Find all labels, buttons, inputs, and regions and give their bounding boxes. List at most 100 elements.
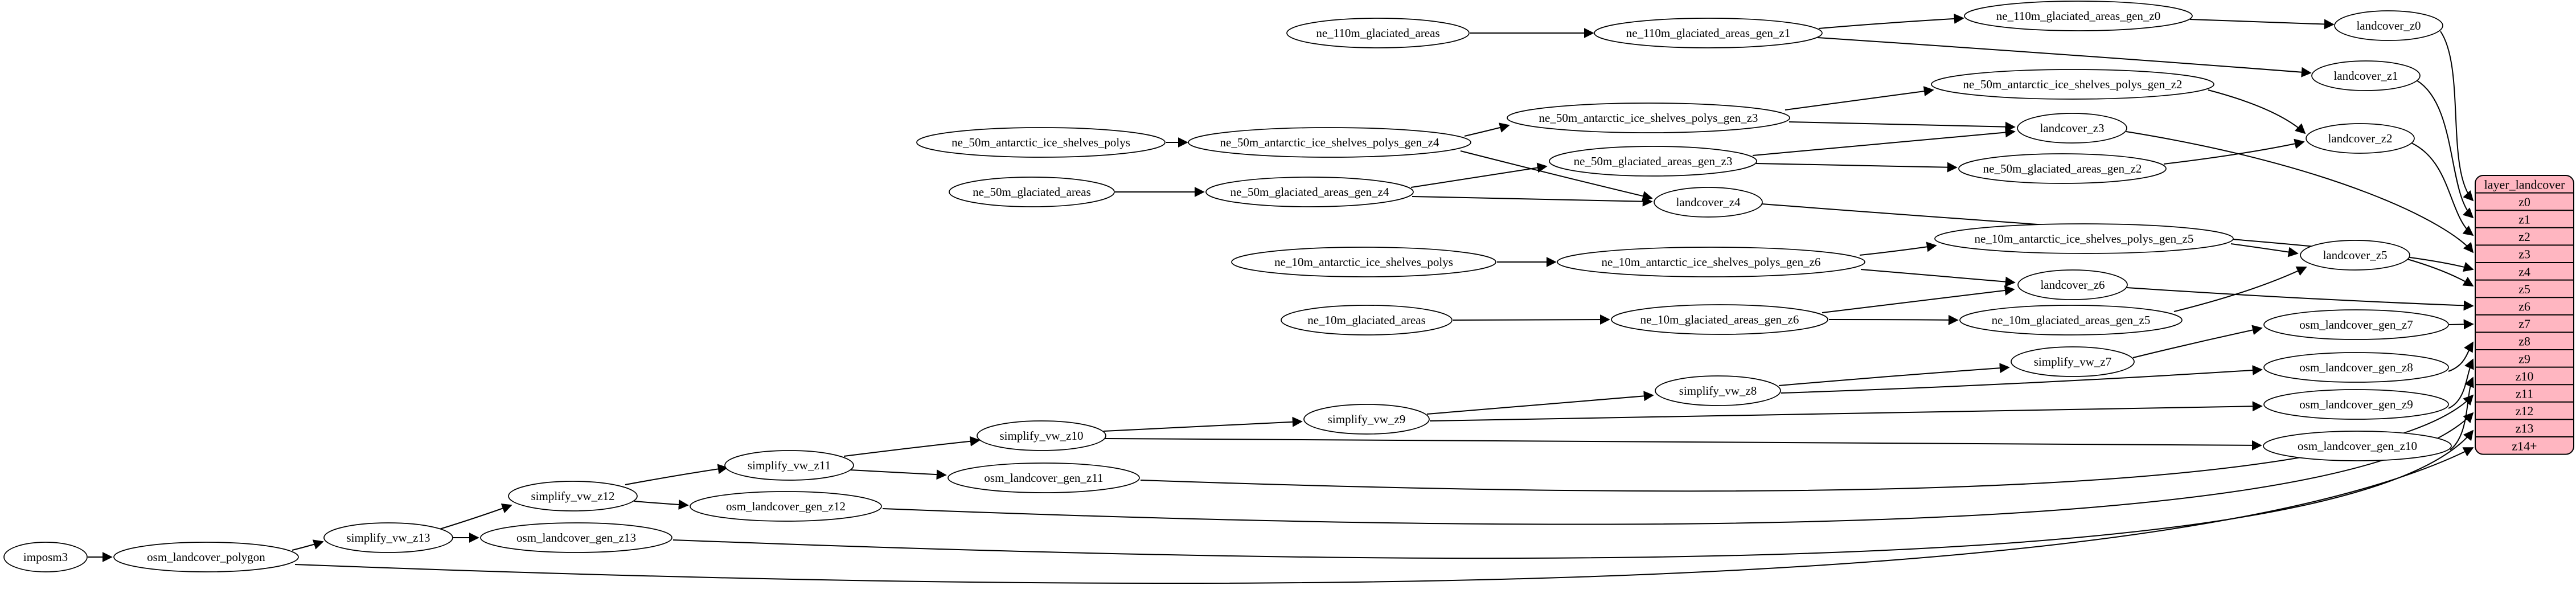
edge-osm_landcover_gen_z7-to-row_z7 <box>2448 319 2474 330</box>
node-ellipse-osm_landcover_gen_z10 <box>2263 431 2452 461</box>
node-landcover_z5: landcover_z5 <box>2300 240 2410 271</box>
node-label-ne_10m_antarctic_ice_shelves_polys_gen_z5: ne_10m_antarctic_ice_shelves_polys_gen_z… <box>1975 232 2194 245</box>
node-osm_landcover_gen_z11: osm_landcover_gen_z11 <box>947 462 1140 493</box>
node-label-osm_landcover_gen_z12: osm_landcover_gen_z12 <box>726 500 846 513</box>
node-ellipse-simplify_vw_z12 <box>508 481 638 511</box>
node-label-ne_50m_glaciated_areas_gen_z2: ne_50m_glaciated_areas_gen_z2 <box>1983 162 2142 175</box>
node-label-osm_landcover_gen_z8: osm_landcover_gen_z8 <box>2299 361 2413 374</box>
node-ellipse-ne_50m_antarctic_ice_shelves_polys_gen_z3 <box>1507 103 1790 133</box>
node-ne_50m_antarctic_ice_shelves_polys: ne_50m_antarctic_ice_shelves_polys <box>916 127 1166 158</box>
node-ellipse-landcover_z3 <box>2017 113 2127 144</box>
table-row-z13: z13 <box>2516 421 2534 436</box>
node-ellipse-osm_landcover_gen_z12 <box>690 491 882 522</box>
edge-landcover_z3-to-row_z3 <box>2126 131 2474 253</box>
node-ne_10m_glaciated_areas_gen_z6: ne_10m_glaciated_areas_gen_z6 <box>1611 304 1828 335</box>
edge-ne_10m_glaciated_areas_gen_z6-to-landcover_z6 <box>1822 285 2015 313</box>
edge-ne_110m_glaciated_areas_gen_z1-to-landcover_z1 <box>1817 37 2312 77</box>
node-label-ne_10m_glaciated_areas: ne_10m_glaciated_areas <box>1307 313 1426 327</box>
node-label-ne_50m_antarctic_ice_shelves_polys_gen_z2: ne_50m_antarctic_ice_shelves_polys_gen_z… <box>1963 77 2183 91</box>
node-landcover_z1: landcover_z1 <box>2311 60 2421 91</box>
table-row-z6: z6 <box>2518 300 2530 314</box>
node-ellipse-simplify_vw_z9 <box>1303 404 1430 435</box>
node-label-simplify_vw_z8: simplify_vw_z8 <box>1679 384 1757 398</box>
node-landcover_z0: landcover_z0 <box>2334 10 2443 41</box>
node-ellipse-osm_landcover_gen_z9 <box>2263 389 2449 420</box>
edge-ne_50m_antarctic_ice_shelves_polys_gen_z4-to-ne_50m_antarctic_ice_shelves_polys_gen_z3 <box>1464 122 1510 137</box>
node-label-simplify_vw_z12: simplify_vw_z12 <box>531 489 615 503</box>
node-ellipse-osm_landcover_polygon <box>113 542 299 572</box>
edge-simplify_vw_z12-to-osm_landcover_gen_z12 <box>634 500 689 510</box>
node-osm_landcover_gen_z12: osm_landcover_gen_z12 <box>690 491 882 522</box>
edge-simplify_vw_z8-to-simplify_vw_z7 <box>1778 363 2010 386</box>
node-label-ne_110m_glaciated_areas_gen_z0: ne_110m_glaciated_areas_gen_z0 <box>1996 9 2160 23</box>
edge-simplify_vw_z11-to-simplify_vw_z10 <box>843 436 981 457</box>
node-ne_50m_antarctic_ice_shelves_polys_gen_z3: ne_50m_antarctic_ice_shelves_polys_gen_z… <box>1507 103 1790 133</box>
node-ellipse-ne_10m_glaciated_areas <box>1281 305 1453 335</box>
node-label-osm_landcover_polygon: osm_landcover_polygon <box>147 550 265 564</box>
node-osm_landcover_gen_z13: osm_landcover_gen_z13 <box>480 522 672 553</box>
node-label-landcover_z5: landcover_z5 <box>2323 248 2387 262</box>
table-row-z9: z9 <box>2518 351 2530 366</box>
node-ellipse-ne_110m_glaciated_areas_gen_z0 <box>1964 1 2193 31</box>
node-ne_10m_glaciated_areas_gen_z5: ne_10m_glaciated_areas_gen_z5 <box>1959 305 2183 335</box>
layer-table-title: layer_landcover <box>2484 177 2565 191</box>
node-simplify_vw_z8: simplify_vw_z8 <box>1655 375 1781 406</box>
node-ellipse-ne_10m_antarctic_ice_shelves_polys_gen_z5 <box>1934 223 2234 254</box>
node-ellipse-landcover_z1 <box>2311 60 2421 91</box>
edge-ne_110m_glaciated_areas_gen_z1-to-ne_110m_glaciated_areas_gen_z0 <box>1818 13 1964 29</box>
table-row-z4: z4 <box>2518 264 2530 279</box>
node-label-ne_50m_glaciated_areas: ne_50m_glaciated_areas <box>973 185 1091 199</box>
node-ne_10m_antarctic_ice_shelves_polys_gen_z5: ne_10m_antarctic_ice_shelves_polys_gen_z… <box>1934 223 2234 254</box>
edge-ne_10m_antarctic_ice_shelves_polys_gen_z6-to-landcover_z6 <box>1860 269 2016 287</box>
edge-landcover_z1-to-row_z1 <box>2416 80 2474 219</box>
node-layer: imposm3 osm_landcover_polygon simplify_vw_… <box>3 1 2452 572</box>
node-simplify_vw_z10: simplify_vw_z10 <box>977 420 1106 451</box>
edge-ne_110m_glaciated_areas_gen_z0-to-landcover_z0 <box>2189 19 2335 30</box>
node-label-ne_50m_antarctic_ice_shelves_polys_gen_z4: ne_50m_antarctic_ice_shelves_polys_gen_z… <box>1220 136 1439 149</box>
node-label-ne_10m_glaciated_areas_gen_z5: ne_10m_glaciated_areas_gen_z5 <box>1992 313 2151 327</box>
node-ne_50m_glaciated_areas_gen_z3: ne_50m_glaciated_areas_gen_z3 <box>1549 146 1757 177</box>
node-ellipse-ne_50m_antarctic_ice_shelves_polys <box>916 127 1166 158</box>
node-label-osm_landcover_gen_z9: osm_landcover_gen_z9 <box>2299 398 2413 411</box>
edge-simplify_vw_z9-to-osm_landcover_gen_z9 <box>1429 401 2263 421</box>
node-simplify_vw_z12: simplify_vw_z12 <box>508 481 638 511</box>
node-label-simplify_vw_z7: simplify_vw_z7 <box>2034 355 2112 369</box>
node-osm_landcover_gen_z8: osm_landcover_gen_z8 <box>2263 352 2449 383</box>
node-imposm3: imposm3 <box>3 542 88 572</box>
edge-ne_50m_glaciated_areas_gen_z4-to-landcover_z4 <box>1412 196 1653 207</box>
node-osm_landcover_gen_z7: osm_landcover_gen_z7 <box>2263 309 2449 340</box>
node-label-ne_10m_antarctic_ice_shelves_polys_gen_z6: ne_10m_antarctic_ice_shelves_polys_gen_z… <box>1602 255 1821 269</box>
edge-simplify_vw_z7-to-osm_landcover_gen_z7 <box>2132 325 2263 358</box>
table-row-z7: z7 <box>2518 317 2530 331</box>
node-label-ne_50m_glaciated_areas_gen_z4: ne_50m_glaciated_areas_gen_z4 <box>1230 185 1389 199</box>
node-ellipse-osm_landcover_gen_z13 <box>480 522 672 553</box>
edge-landcover_z2-to-row_z2 <box>2411 142 2474 236</box>
node-label-ne_10m_glaciated_areas_gen_z6: ne_10m_glaciated_areas_gen_z6 <box>1640 313 1799 326</box>
node-ellipse-landcover_z0 <box>2334 10 2443 41</box>
edge-ne_50m_antarctic_ice_shelves_polys_gen_z4-to-landcover_z4 <box>1460 150 1653 201</box>
node-ne_10m_glaciated_areas: ne_10m_glaciated_areas <box>1281 305 1453 335</box>
node-label-landcover_z2: landcover_z2 <box>2328 132 2392 145</box>
node-ne_50m_glaciated_areas_gen_z4: ne_50m_glaciated_areas_gen_z4 <box>1205 177 1414 207</box>
table-row-z11: z11 <box>2516 387 2533 401</box>
node-landcover_z2: landcover_z2 <box>2306 123 2415 154</box>
node-ellipse-simplify_vw_z8 <box>1655 375 1781 406</box>
node-ellipse-landcover_z2 <box>2306 123 2415 154</box>
table-row-z2: z2 <box>2518 230 2530 244</box>
node-landcover_z6: landcover_z6 <box>2017 269 2128 300</box>
node-ne_50m_antarctic_ice_shelves_polys_gen_z4: ne_50m_antarctic_ice_shelves_polys_gen_z… <box>1188 127 1471 158</box>
edge-simplify_vw_z11-to-osm_landcover_gen_z11 <box>849 469 947 480</box>
node-label-simplify_vw_z10: simplify_vw_z10 <box>1000 429 1084 443</box>
node-label-osm_landcover_gen_z11: osm_landcover_gen_z11 <box>984 471 1103 485</box>
node-ellipse-ne_10m_glaciated_areas_gen_z5 <box>1959 305 2183 335</box>
edge-ne_50m_antarctic_ice_shelves_polys_gen_z3-to-landcover_z3 <box>1789 121 2016 132</box>
node-ellipse-simplify_vw_z7 <box>2011 346 2135 377</box>
node-ne_110m_glaciated_areas_gen_z0: ne_110m_glaciated_areas_gen_z0 <box>1964 1 2193 31</box>
node-ne_10m_antarctic_ice_shelves_polys_gen_z6: ne_10m_antarctic_ice_shelves_polys_gen_z… <box>1557 247 1865 277</box>
node-ellipse-osm_landcover_gen_z11 <box>947 462 1140 493</box>
node-ellipse-landcover_z5 <box>2300 240 2410 271</box>
node-simplify_vw_z13: simplify_vw_z13 <box>323 522 453 553</box>
node-ellipse-ne_110m_glaciated_areas <box>1286 18 1470 48</box>
edge-ne_10m_glaciated_areas_gen_z5-to-landcover_z5 <box>2173 266 2307 312</box>
node-ellipse-ne_50m_antarctic_ice_shelves_polys_gen_z2 <box>1931 69 2214 100</box>
